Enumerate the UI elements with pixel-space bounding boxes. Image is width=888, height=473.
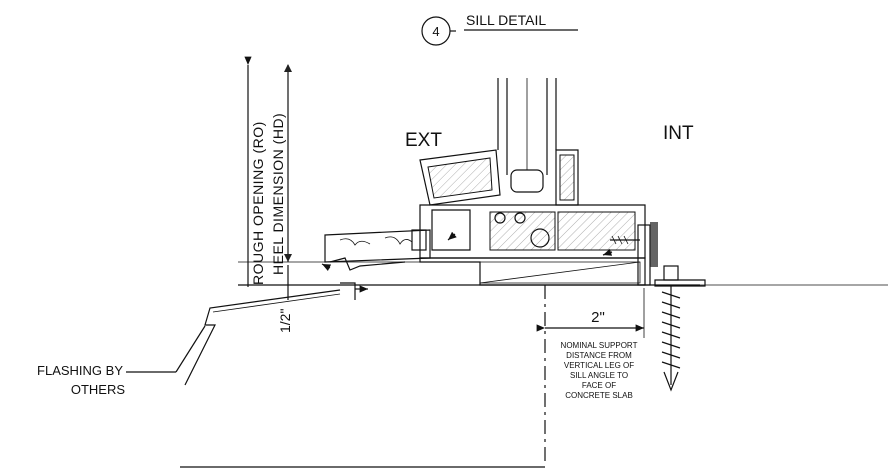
- int-label: INT: [663, 123, 694, 144]
- rough-opening-dimension: ROUGH OPENING (RO): [244, 56, 266, 287]
- concrete-slab-edge: [180, 285, 546, 468]
- support-note: NOMINAL SUPPORT DISTANCE FROM VERTICAL L…: [561, 341, 638, 400]
- support-note-line-1: NOMINAL SUPPORT: [561, 341, 638, 350]
- glass-panel: [497, 78, 557, 193]
- half-inch-dimension: 1/2": [277, 265, 293, 333]
- support-note-line-2: DISTANCE FROM: [566, 351, 632, 360]
- ext-label: EXT: [405, 130, 442, 151]
- support-note-line-4: SILL ANGLE TO: [570, 371, 628, 380]
- heel-dimension-label: HEEL DIMENSION (HD): [270, 113, 286, 275]
- sill-frame-profile: [321, 149, 658, 300]
- support-note-line-3: VERTICAL LEG OF: [564, 361, 634, 370]
- support-note-line-5: FACE OF: [582, 381, 616, 390]
- rough-opening-label: ROUGH OPENING (RO): [250, 121, 266, 285]
- anchor-bolt: [654, 265, 706, 392]
- flashing-label-line1: FLASHING BY: [37, 363, 123, 378]
- detail-number: 4: [432, 24, 439, 39]
- detail-title: 4 SILL DETAIL: [421, 12, 578, 46]
- two-inch-dimension: 2": [536, 288, 645, 338]
- half-inch-label: 1/2": [277, 309, 293, 333]
- heel-dimension: HEEL DIMENSION (HD): [270, 64, 292, 275]
- support-note-line-6: CONCRETE SLAB: [565, 391, 633, 400]
- flashing: [184, 289, 341, 386]
- two-inch-label: 2": [591, 309, 605, 326]
- detail-title-text: SILL DETAIL: [466, 12, 546, 28]
- flashing-label-line2: OTHERS: [71, 382, 126, 397]
